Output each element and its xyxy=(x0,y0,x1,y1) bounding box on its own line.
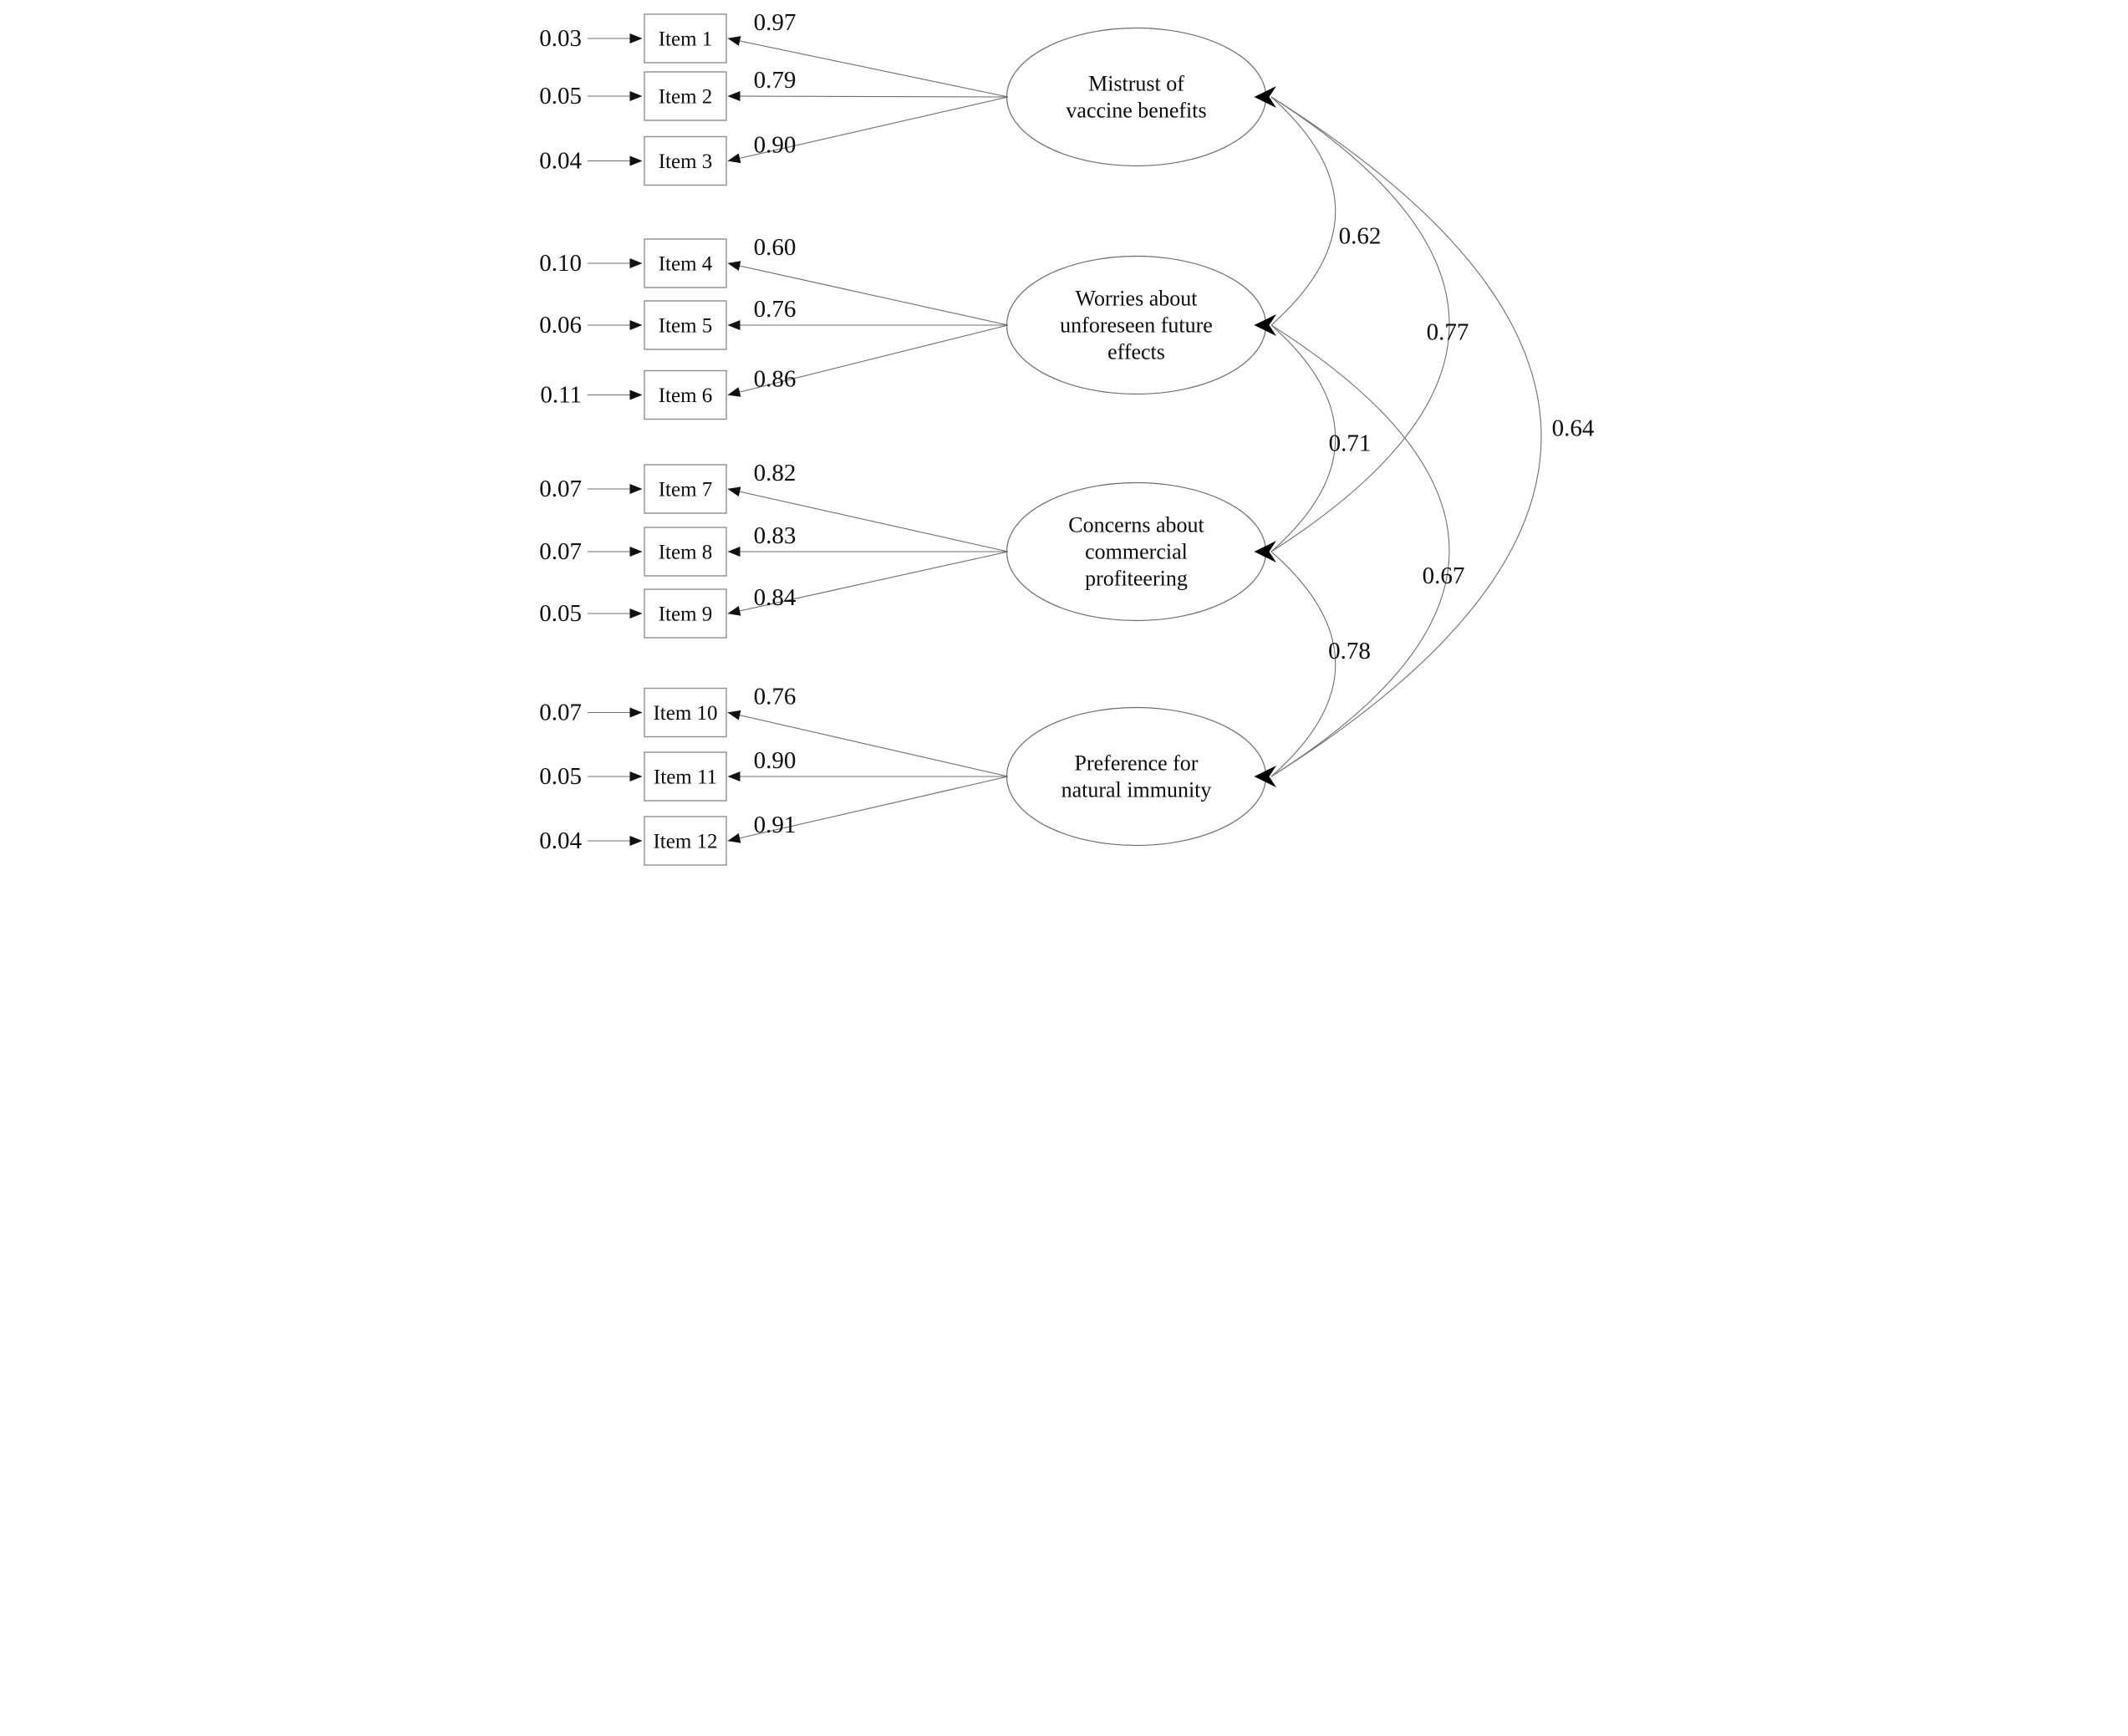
item-label: Item 12 xyxy=(653,831,717,853)
error-value: 0.11 xyxy=(540,382,582,409)
factor-label: profiteering xyxy=(1085,567,1188,591)
factor-ellipse xyxy=(1005,706,1266,847)
factor-ellipses-layer xyxy=(1005,27,1266,847)
loading-arrow xyxy=(727,710,1008,777)
loading-arrow xyxy=(727,776,1008,843)
loading-value: 0.86 xyxy=(753,366,796,393)
item-label: Item 10 xyxy=(653,702,717,725)
loading-value: 0.83 xyxy=(753,522,796,549)
labels-layer: Mistrust of vaccine benefits Item 1 0.03 0.9… xyxy=(539,9,1595,854)
cfa-diagram-canvas: Mistrust of vaccine benefits Item 1 0.03 0.9… xyxy=(532,0,1596,868)
correlation-value: 0.78 xyxy=(1328,638,1371,664)
loading-arrow xyxy=(727,91,1008,102)
item-box xyxy=(643,527,727,577)
factor-arrowhead-chevron-icon xyxy=(1254,766,1276,787)
factor-label: commercial xyxy=(1085,540,1188,564)
item-label: Item 5 xyxy=(658,315,712,338)
item-box xyxy=(643,464,727,514)
loading-arrow xyxy=(727,96,1008,164)
item-label: Item 6 xyxy=(658,384,712,407)
loading-value: 0.84 xyxy=(753,584,796,611)
correlation-value: 0.64 xyxy=(1551,415,1594,442)
error-value: 0.03 xyxy=(539,25,582,52)
item-box xyxy=(643,687,727,738)
item-box xyxy=(643,588,727,639)
item-label: Item 1 xyxy=(658,28,712,51)
factor-arrowheads-layer xyxy=(1254,86,1276,787)
loading-value: 0.91 xyxy=(753,812,796,838)
item-label: Item 3 xyxy=(658,150,712,173)
correlation-value: 0.62 xyxy=(1338,223,1381,250)
error-value: 0.04 xyxy=(539,827,582,854)
correlation-curve xyxy=(1270,551,1336,777)
correlation-curve xyxy=(1270,324,1336,552)
loading-arrow xyxy=(727,261,1008,326)
correlation-curve xyxy=(1270,96,1542,777)
loading-arrow xyxy=(727,551,1008,616)
item-label: Item 8 xyxy=(658,542,712,564)
item-label: Item 11 xyxy=(653,766,716,789)
loading-value: 0.60 xyxy=(753,234,796,261)
factor-label: Concerns about xyxy=(1068,513,1204,537)
factor-arrowhead-chevron-icon xyxy=(1254,86,1276,108)
factor-label: unforeseen future xyxy=(1060,313,1213,338)
loading-value: 0.97 xyxy=(753,9,796,36)
loading-value: 0.76 xyxy=(753,296,796,323)
loading-arrow xyxy=(727,36,1008,98)
factor-arrowhead-chevron-icon xyxy=(1254,541,1276,563)
loading-value: 0.79 xyxy=(753,67,796,94)
error-value: 0.07 xyxy=(539,476,582,502)
correlation-value: 0.71 xyxy=(1328,430,1371,457)
item-box xyxy=(643,71,727,121)
correlation-curve xyxy=(1270,324,1450,777)
loading-arrow xyxy=(727,486,1008,552)
item-box xyxy=(643,816,727,866)
error-value: 0.05 xyxy=(539,763,582,790)
loading-arrows-layer xyxy=(727,36,1008,843)
factor-label: Mistrust of xyxy=(1088,72,1184,96)
loading-value: 0.90 xyxy=(753,747,796,774)
item-box xyxy=(643,135,727,186)
item-label: Item 2 xyxy=(658,86,712,109)
item-label: Item 7 xyxy=(658,479,712,501)
loading-value: 0.82 xyxy=(753,460,796,486)
factor-label: effects xyxy=(1107,340,1165,364)
factor-label: Preference for xyxy=(1074,751,1198,776)
factor-arrowhead-chevron-icon xyxy=(1254,314,1276,336)
error-value: 0.07 xyxy=(539,538,582,565)
item-box xyxy=(643,751,727,802)
loading-arrow xyxy=(727,324,1008,397)
item-box xyxy=(643,300,727,350)
factor-label: vaccine benefits xyxy=(1066,99,1206,123)
factor-ellipse xyxy=(1005,27,1266,167)
loading-value: 0.90 xyxy=(753,132,796,159)
error-value: 0.10 xyxy=(539,250,582,277)
correlation-value: 0.77 xyxy=(1426,319,1469,346)
factor-label: natural immunity xyxy=(1061,778,1211,802)
item-box xyxy=(643,369,727,420)
loading-value: 0.76 xyxy=(753,684,796,710)
cfa-diagram: Mistrust of vaccine benefits Item 1 0.03 0.9… xyxy=(532,0,1596,868)
error-value: 0.05 xyxy=(539,600,582,627)
item-box xyxy=(643,238,727,288)
item-box xyxy=(643,13,727,64)
correlation-curves-layer xyxy=(1270,96,1542,777)
error-value: 0.06 xyxy=(539,312,582,339)
error-value: 0.07 xyxy=(539,700,582,726)
factor-label: Worries about xyxy=(1075,287,1198,311)
correlation-value: 0.67 xyxy=(1422,563,1464,589)
error-value: 0.04 xyxy=(539,148,582,175)
error-value: 0.05 xyxy=(539,83,582,109)
correlation-curve xyxy=(1270,96,1336,326)
item-label: Item 9 xyxy=(658,603,712,626)
correlation-curve xyxy=(1270,96,1450,552)
item-boxes-layer xyxy=(587,13,727,866)
item-label: Item 4 xyxy=(658,253,712,276)
